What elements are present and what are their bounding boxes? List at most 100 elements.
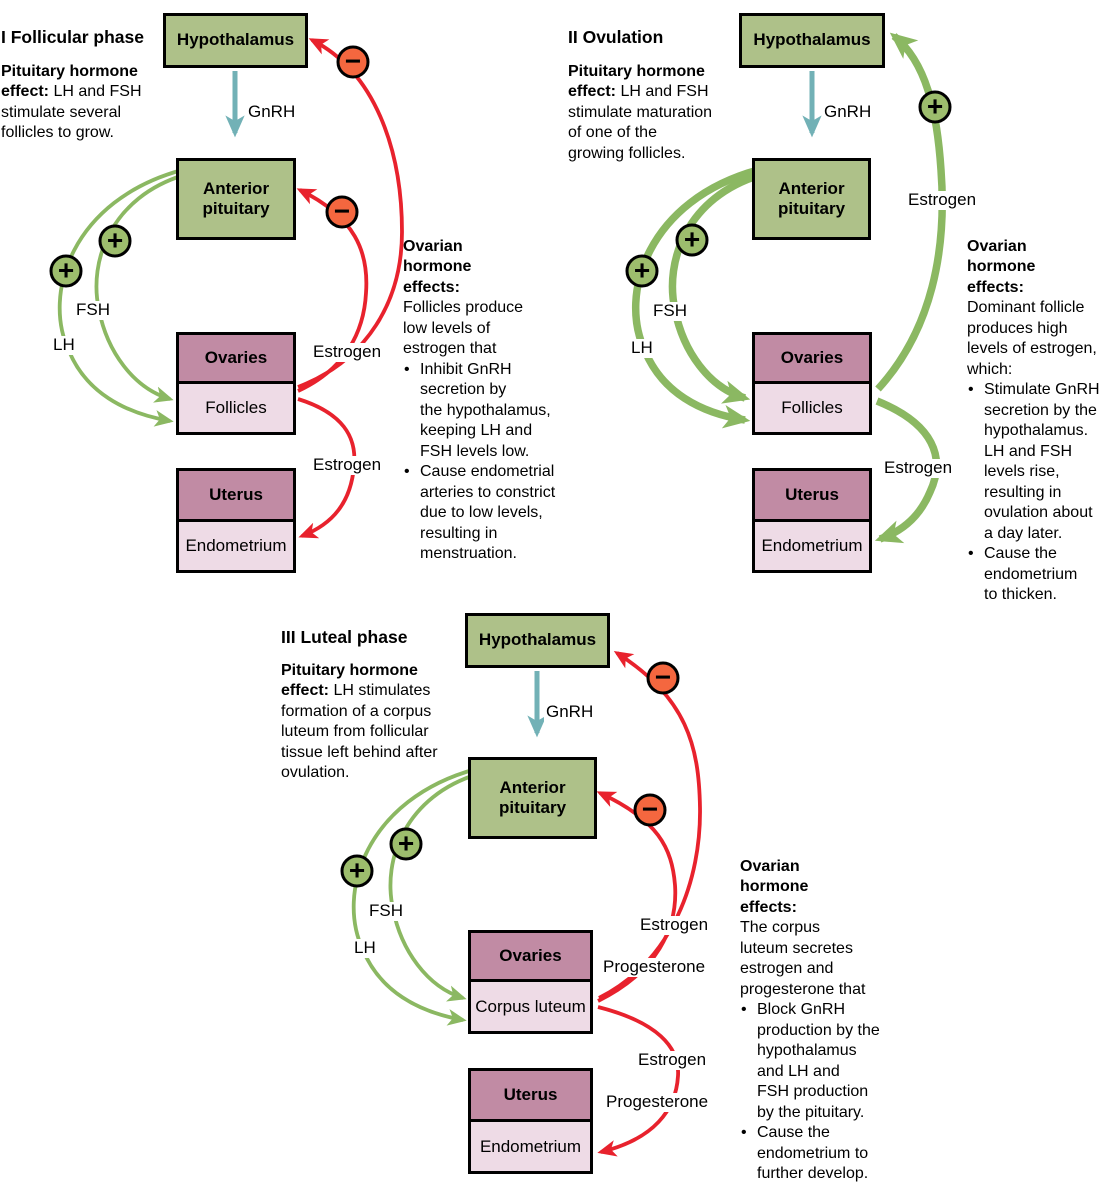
fsh-label-3: FSH (367, 901, 405, 921)
anterior-pituitary-box-3: Anterior pituitary (468, 757, 597, 839)
minus-glyph: − (333, 195, 351, 226)
bullet-dot: • (968, 545, 974, 563)
uterus-label-3: Uterus (503, 1085, 558, 1104)
panel2-title: II Ovulation (568, 27, 664, 47)
uterus-box-1: Uterus Endometrium (176, 468, 296, 573)
ovaries-box-1: Ovaries Follicles (176, 332, 296, 435)
plus-icon: + (389, 827, 423, 861)
uterus-box-2: Uterus Endometrium (752, 468, 872, 573)
minus-icon: − (325, 195, 359, 229)
bullet-text: Cause the endometrium to further develop… (757, 1124, 869, 1183)
follicles-label-2: Follicles (781, 398, 843, 417)
lh-label-3: LH (352, 938, 378, 958)
bullet-text: Cause the endometrium to thicken. (984, 545, 1078, 603)
panel3-title: III Luteal phase (281, 627, 408, 647)
progesterone-label-mid-3: Progesterone (601, 957, 708, 977)
plus-glyph: + (633, 254, 651, 285)
hypothalamus-box-3: Hypothalamus (465, 613, 610, 668)
estrogen-label-low-1: Estrogen (311, 455, 384, 475)
endometrium-section-3: Endometrium (471, 1122, 590, 1171)
ovarian-effects-bullet: • Cause the endometrium to further develo… (740, 1123, 920, 1184)
plus-icon: + (625, 254, 659, 288)
plus-icon: + (675, 223, 709, 257)
minus-glyph: − (654, 661, 672, 692)
ovarian-effects-heading-3: Ovarian hormone effects: (740, 858, 809, 916)
progesterone-label-low-3: Progesterone (604, 1092, 711, 1112)
bullet-text: Inhibit GnRH secretion by the hypothalam… (420, 360, 551, 460)
plus-icon: + (918, 90, 952, 124)
plus-glyph: + (683, 223, 701, 254)
ovarian-effects-heading-2: Ovarian hormone effects: (967, 238, 1036, 296)
gnrh-label-1: GnRH (246, 102, 298, 122)
endometrium-section-1: Endometrium (179, 522, 293, 570)
bullet-dot: • (741, 1124, 747, 1142)
panel1-ovarian-effects: Ovarian hormone effects: Follicles produ… (403, 237, 573, 565)
hypothalamus-label-2: Hypothalamus (753, 30, 871, 50)
panel3-pituitary-effect: Pituitary hormone effect: LH stimulates … (281, 661, 469, 784)
follicles-section-2: Follicles (755, 384, 869, 432)
uterus-label-1: Uterus (209, 485, 263, 504)
estrogen-label-mid-3: Estrogen (638, 915, 711, 935)
follicles-section-1: Follicles (179, 384, 293, 432)
ovarian-effects-intro-1: Follicles produce low levels of estrogen… (403, 299, 524, 358)
hypothalamus-box-2: Hypothalamus (739, 13, 885, 68)
lh-label-2: LH (629, 338, 655, 358)
bullet-dot: • (404, 360, 410, 378)
arrow-fsh-2 (668, 171, 762, 404)
panel2-effect-text: LH and FSH stimulate maturation of one o… (568, 83, 713, 162)
ovarian-effects-bullet: • Inhibit GnRH secretion by the hypothala… (403, 360, 573, 462)
panel1-effect-text: LH and FSH stimulate several follicles t… (1, 83, 142, 142)
fsh-label-1: FSH (74, 300, 112, 320)
hypothalamus-label-3: Hypothalamus (478, 630, 597, 650)
anterior-pituitary-label-2: Anterior pituitary (777, 178, 846, 218)
arrow-hormones-to-endometrium-3 (597, 1005, 680, 1157)
uterus-header-1: Uterus (179, 471, 293, 522)
ovaries-box-3: Ovaries Corpus luteum (468, 930, 593, 1034)
panel2-pituitary-effect: Pituitary hormone effect: LH and FSH sti… (568, 62, 740, 164)
arrow-lh-2 (631, 166, 759, 429)
estrogen-label-up-2: Estrogen (906, 190, 979, 210)
bullet-dot: • (741, 1001, 747, 1019)
anterior-pituitary-label-1: Anterior pituitary (202, 178, 270, 218)
ovaries-label-2: Ovaries (780, 348, 844, 367)
plus-glyph: + (348, 854, 366, 885)
anterior-pituitary-label-3: Anterior pituitary (498, 777, 567, 817)
corpus-luteum-section-3: Corpus luteum (471, 982, 590, 1031)
plus-glyph: + (106, 224, 124, 255)
panel2-ovarian-effects: Ovarian hormone effects: Dominant follic… (967, 237, 1117, 605)
arrow-fsh-1 (94, 173, 185, 403)
ovaries-label-1: Ovaries (204, 348, 268, 367)
bullet-dot: • (968, 381, 974, 399)
minus-icon: − (633, 793, 667, 827)
ovaries-box-2: Ovaries Follicles (752, 332, 872, 435)
uterus-header-2: Uterus (755, 471, 869, 522)
gnrh-label-2: GnRH (822, 102, 874, 122)
gnrh-label-3: GnRH (544, 702, 596, 722)
panel1-pituitary-effect: Pituitary hormone effect: LH and FSH sti… (1, 62, 171, 144)
lh-label-1: LH (51, 335, 77, 355)
follicles-label-1: Follicles (205, 398, 267, 417)
minus-glyph: − (641, 793, 659, 824)
plus-glyph: + (57, 254, 75, 285)
hypothalamus-box-1: Hypothalamus (163, 13, 308, 68)
minus-icon: − (646, 661, 680, 695)
bullet-text: Block GnRH production by the hypothalamu… (757, 1001, 880, 1121)
ovarian-effects-intro-2: Dominant follicle produces high levels o… (967, 299, 1097, 378)
hypothalamus-label-1: Hypothalamus (176, 30, 295, 50)
uterus-header-3: Uterus (471, 1071, 590, 1122)
panel1-title: I Follicular phase (1, 27, 144, 47)
ovarian-effects-bullet: • Cause the endometrium to thicken. (967, 544, 1117, 605)
ovarian-effects-bullet: •Stimulate GnRH secretion by the hypotha… (967, 380, 1117, 544)
anterior-pituitary-box-2: Anterior pituitary (752, 158, 871, 240)
estrogen-label-mid-1: Estrogen (311, 342, 384, 362)
ovarian-effects-intro-3: The corpus luteum secretes estrogen and … (740, 919, 866, 998)
arrow-lh-1 (57, 168, 183, 427)
ovaries-label-3: Ovaries (499, 946, 562, 965)
panel3-effect-heading: Pituitary hormone effect: (281, 662, 418, 700)
fsh-label-2: FSH (651, 301, 689, 321)
minus-icon: − (336, 45, 370, 79)
endometrium-label-1: Endometrium (185, 536, 287, 555)
arrow-lh-3 (351, 767, 477, 1026)
arrow-estrogen-to-hypothalamus-2 (875, 32, 946, 392)
ovarian-effects-bullet: •Cause endometrial arteries to constrict… (403, 462, 573, 564)
